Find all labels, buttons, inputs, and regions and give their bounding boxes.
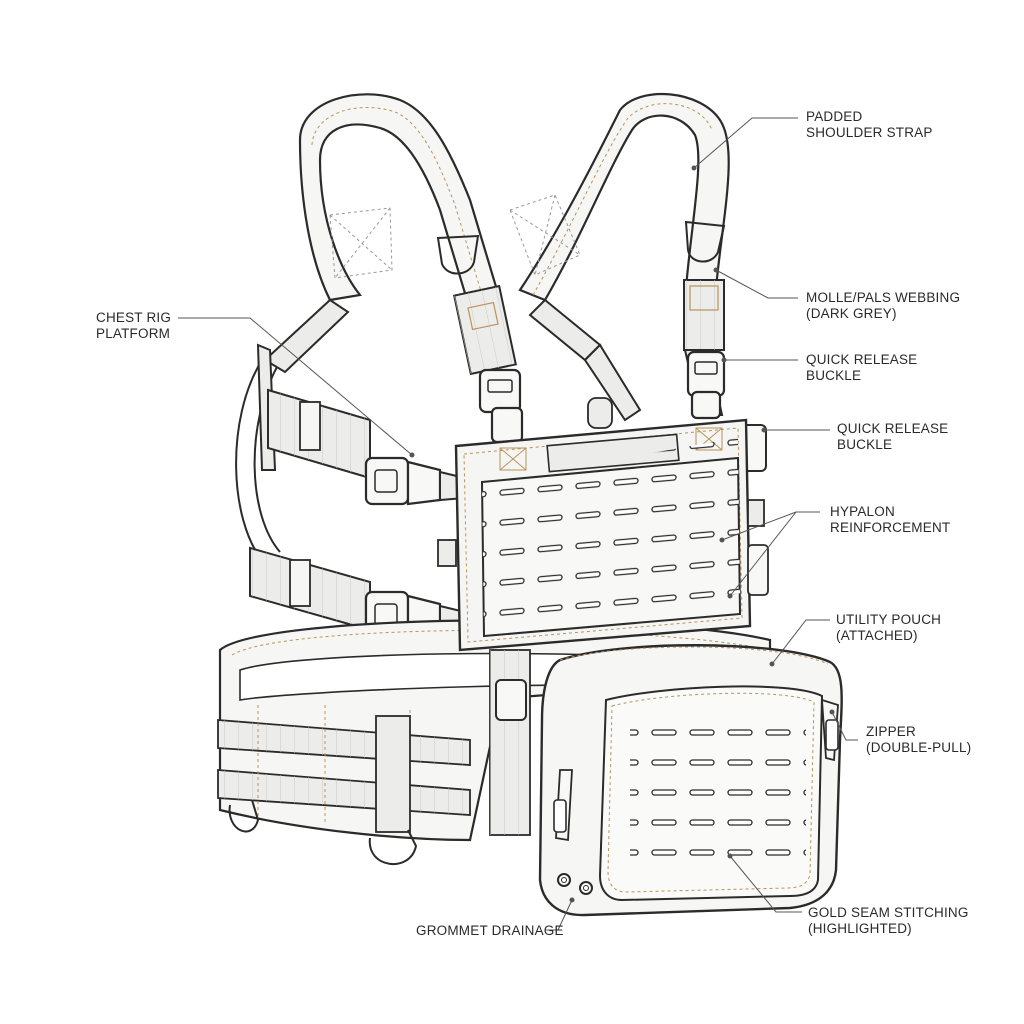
quick-release-buckle-upper-left: [478, 368, 524, 444]
padded-shoulder-strap-left: [298, 93, 502, 312]
grommet-drainage: [557, 873, 593, 895]
belt-buckle-center: [495, 679, 527, 721]
leader-chest-rig-platform: [178, 317, 413, 456]
label-molle-pals-webbing: MOLLE/PALS WEBBING (DARK GREY): [806, 290, 961, 321]
label-padded-shoulder-strap: PADDED SHOULDER STRAP: [806, 109, 933, 140]
leader-padded-shoulder-strap: [693, 117, 798, 169]
label-zipper: ZIPPER (DOUBLE-PULL): [866, 724, 972, 755]
utility-pouch: [538, 644, 843, 917]
label-grommet-drainage: GROMMET DRAINAGE: [416, 923, 564, 938]
leader-hypalon-b: [729, 511, 797, 597]
label-gold-seam-stitching: GOLD SEAM STITCHING (HIGHLIGHTED): [808, 905, 969, 936]
molle-pals-webbing-straps: [263, 279, 725, 422]
side-waist-strap-lower: [249, 546, 371, 632]
leader-zipper: [831, 711, 858, 741]
chest-rig-platform: [454, 418, 752, 652]
leader-lines: [178, 117, 858, 931]
leader-grommet-drainage: [546, 899, 573, 931]
leader-gold-seam-stitching: [729, 855, 802, 913]
quick-release-buckle-upper-right: [686, 350, 726, 420]
belt-d-ring-center: [368, 829, 418, 866]
zipper-pull-left: [553, 769, 573, 842]
leader-utility-pouch: [771, 619, 830, 665]
label-quick-release-buckle-lower: QUICK RELEASE BUCKLE: [837, 421, 949, 452]
leader-molle-pals-webbing: [715, 269, 798, 299]
belt-d-ring-left: [228, 799, 260, 833]
d-ring-left: [436, 234, 480, 275]
platform-side-tabs: [437, 397, 769, 596]
padded-shoulder-strap-right: [509, 92, 730, 302]
quick-release-buckle-side-upper: [364, 456, 466, 506]
label-chest-rig-platform: CHEST RIG PLATFORM: [96, 310, 172, 341]
d-ring-right: [684, 220, 726, 263]
label-utility-pouch: UTILITY POUCH (ATTACHED): [836, 612, 942, 643]
label-hypalon-reinforcement: HYPALON REINFORCEMENT: [830, 504, 951, 535]
label-quick-release-buckle-upper: QUICK RELEASE BUCKLE: [806, 352, 918, 383]
